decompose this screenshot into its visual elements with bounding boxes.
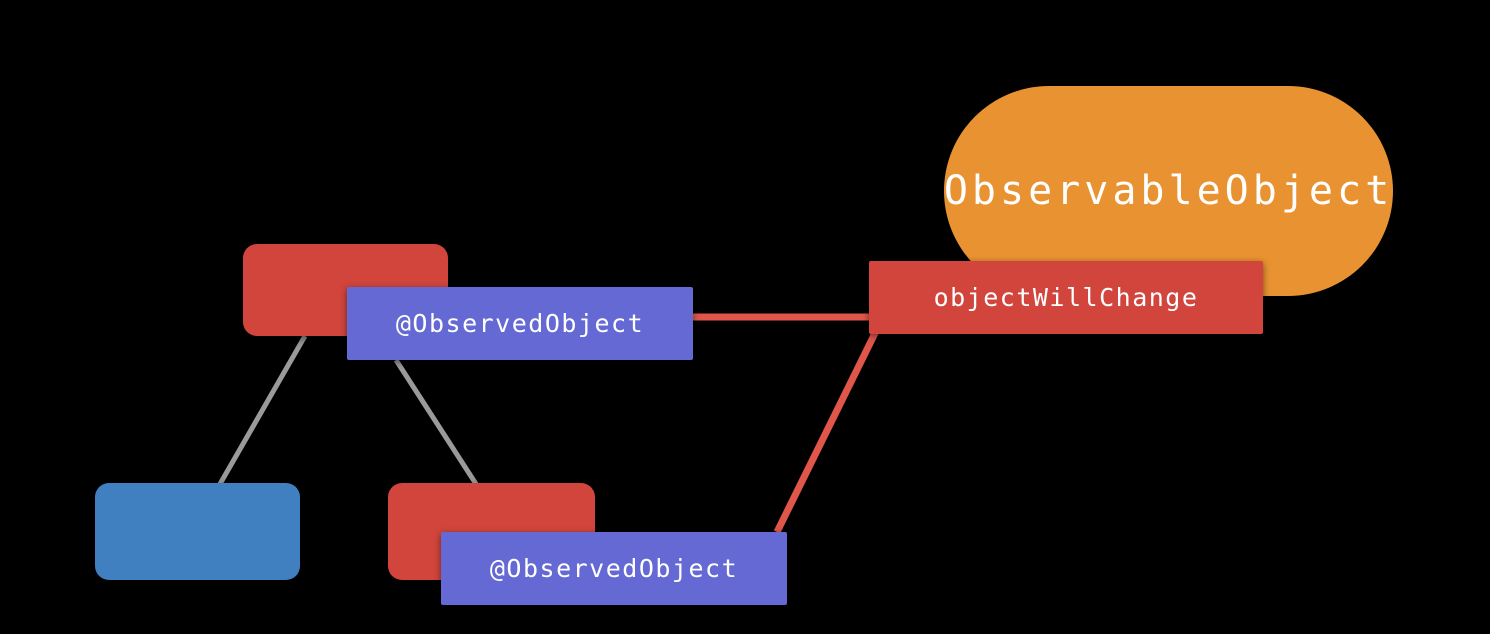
edge-observed-bottom-to-will-change [773, 315, 887, 534]
edge-top-red-to-blue [217, 334, 308, 486]
node-observable-object-label: ObservableObject [943, 168, 1394, 214]
node-observed-object-bottom-label: @ObservedObject [489, 554, 739, 583]
node-object-will-change[interactable]: objectWillChange [869, 261, 1263, 334]
node-observed-object-top-label: @ObservedObject [395, 309, 645, 338]
node-observed-object-bottom[interactable]: @ObservedObject [441, 532, 787, 605]
node-bottom-blue-class[interactable] [95, 483, 300, 580]
edge-observed-top-to-bottom-red [393, 358, 479, 486]
node-observed-object-top[interactable]: @ObservedObject [347, 287, 693, 360]
node-object-will-change-label: objectWillChange [933, 283, 1199, 312]
